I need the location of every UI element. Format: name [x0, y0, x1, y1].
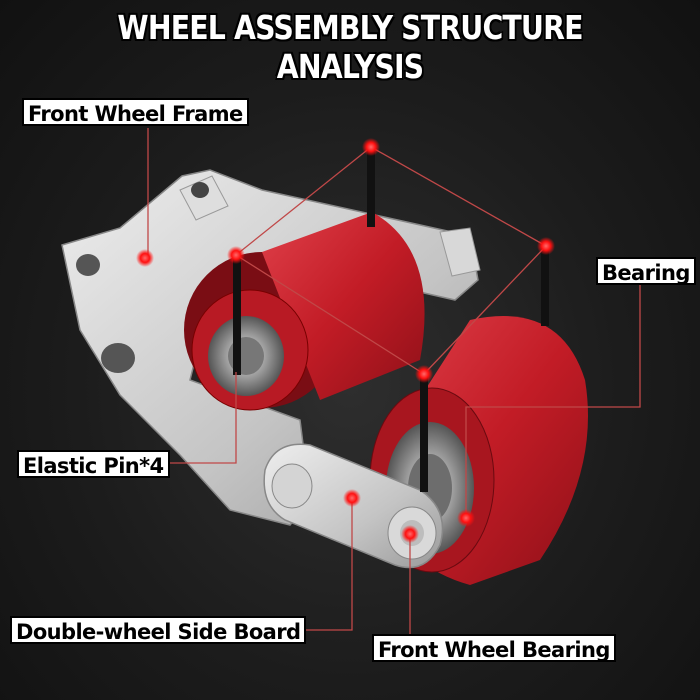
marker-dots	[136, 138, 555, 543]
page-title: WHEEL ASSEMBLY STRUCTURE ANALYSIS	[117, 8, 583, 86]
label-front-wheel-frame: Front Wheel Frame	[22, 98, 249, 126]
rear-red-wheel	[184, 212, 425, 411]
label-bearing: Bearing	[596, 257, 696, 285]
label-side-board: Double-wheel Side Board	[10, 616, 307, 644]
label-front-wheel-bearing: Front Wheel Bearing	[372, 634, 616, 662]
leader-lines	[147, 128, 641, 634]
elastic-pins	[233, 147, 549, 492]
label-elastic-pin: Elastic Pin*4	[17, 450, 170, 478]
